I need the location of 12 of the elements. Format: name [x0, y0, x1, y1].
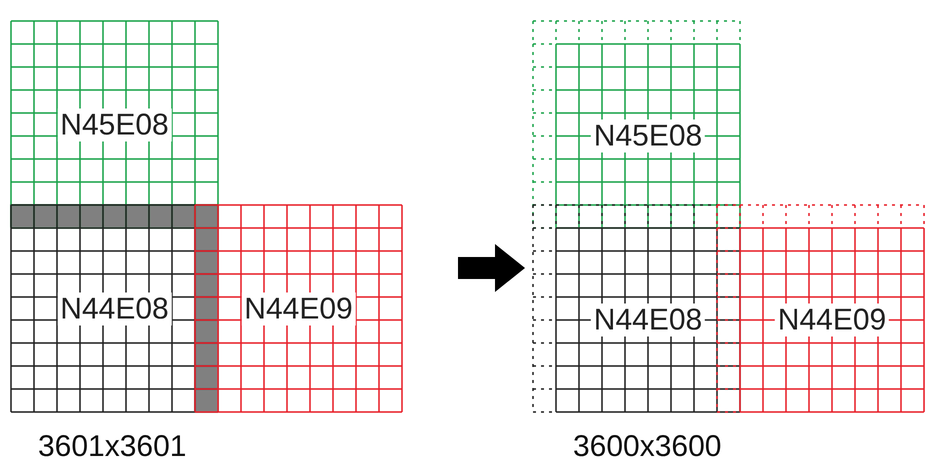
- map-tile: [532, 204, 741, 413]
- tile-label: N44E09: [241, 292, 356, 325]
- tile-label: N45E08: [590, 120, 706, 152]
- tile-label: N44E08: [57, 292, 172, 325]
- tile-label: N44E09: [774, 304, 890, 336]
- tile-label: N45E08: [57, 108, 172, 141]
- map-tile: [194, 204, 403, 413]
- map-tile: [532, 20, 741, 229]
- size-label: 3601x3601: [38, 430, 186, 464]
- map-tile: [716, 204, 925, 413]
- tile-label: N44E08: [590, 304, 706, 336]
- size-label: 3600x3600: [573, 430, 722, 464]
